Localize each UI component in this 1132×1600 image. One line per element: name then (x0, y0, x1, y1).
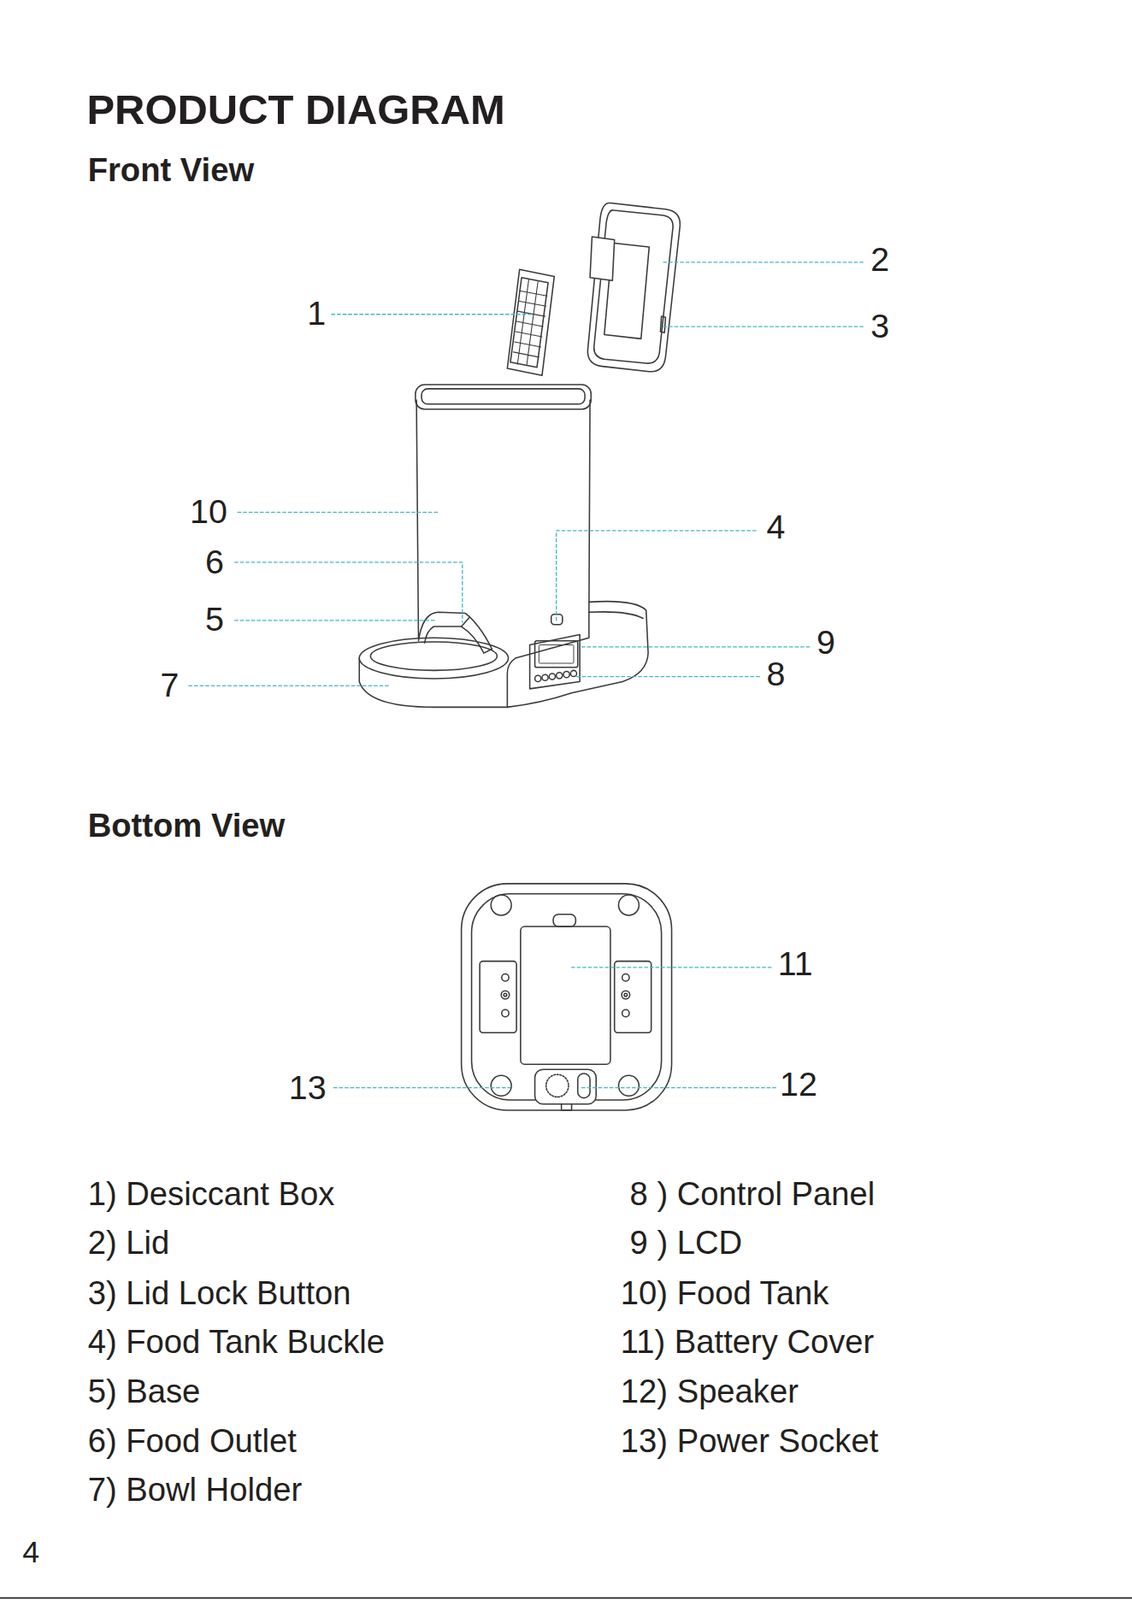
control-panel-part (570, 670, 577, 677)
bottom-view-drawing-part (535, 1069, 597, 1105)
bottom-view-drawing-part (553, 914, 576, 927)
part-list-item: 4) Food Tank Buckle (88, 1322, 385, 1362)
control-panel-part (538, 645, 574, 664)
lid-part (587, 203, 680, 372)
lid-part (660, 316, 666, 333)
food-tank-part (415, 384, 591, 410)
bottom-view-drawing-part (501, 990, 510, 1000)
leader-lines-part (237, 512, 439, 513)
desiccant-box (507, 269, 555, 376)
callout-number: 3 (870, 306, 890, 347)
leader-lines (188, 262, 867, 1089)
bottom-view-drawing-part (503, 993, 508, 997)
food-tank (415, 384, 591, 642)
bottom-view-drawing-part (479, 961, 517, 1034)
base (359, 601, 649, 708)
bottom-view-drawing-part (618, 895, 639, 916)
control-panel-part (535, 675, 542, 682)
leader-lines-part (556, 530, 759, 621)
lid-part (589, 236, 615, 281)
control-panel-part (542, 674, 549, 681)
desiccant-box-part (513, 279, 548, 366)
bottom-view-drawing-part (520, 926, 611, 1065)
view-heading: Front View (88, 150, 255, 190)
base-part (418, 612, 492, 654)
control-panel (530, 635, 580, 690)
callout-number: 13 (288, 1067, 327, 1109)
leader-lines-part (582, 1087, 777, 1089)
control-panel-part (556, 672, 563, 679)
base-part (359, 637, 508, 679)
bottom-view-drawing-part (490, 895, 512, 916)
callout-number: 5 (205, 599, 225, 640)
bottom-view-drawing (461, 884, 673, 1111)
part-list-item: 3) Lid Lock Button (88, 1273, 352, 1314)
callout-number: 7 (159, 666, 179, 707)
callout-number: 1 (306, 293, 326, 334)
food-tank-part (421, 389, 585, 405)
part-list-item: 6) Food Outlet (88, 1421, 297, 1462)
bottom-view-drawing-part (618, 1075, 639, 1097)
desiccant-box-part (510, 277, 549, 368)
part-list-item: 13) Power Socket (620, 1421, 879, 1462)
bottom-view-drawing-part (561, 1104, 572, 1111)
callout-number: 2 (870, 240, 890, 281)
bottom-view-drawing-part (501, 1009, 509, 1017)
part-list-item: 2) Lid (88, 1223, 171, 1263)
leader-lines-part (333, 1087, 511, 1089)
base-part (370, 642, 497, 671)
control-panel-part (535, 641, 578, 668)
leader-lines-part (571, 966, 773, 968)
callout-number: 11 (778, 944, 814, 985)
food-tank-part (416, 400, 590, 642)
base-part (589, 612, 643, 620)
page-number: 4 (22, 1533, 40, 1571)
leader-lines-part (663, 261, 866, 263)
part-list-item: 10) Food Tank (620, 1273, 829, 1314)
bottom-view-drawing-part (501, 974, 509, 982)
bottom-view-drawing-part (621, 990, 631, 1000)
page-title: PRODUCT DIAGRAM (86, 83, 505, 135)
callout-number: 8 (766, 654, 786, 696)
callout-number: 10 (189, 492, 228, 533)
callout-number: 4 (766, 507, 786, 549)
part-list-item: 11) Battery Cover (620, 1322, 874, 1362)
callout-number: 9 (816, 622, 836, 663)
bottom-view-drawing-part (614, 961, 652, 1034)
bottom-view-drawing-part (622, 1009, 630, 1017)
view-heading: Bottom View (88, 806, 286, 846)
leader-lines-part (235, 562, 463, 623)
lid-part (594, 210, 673, 364)
lid (587, 203, 680, 372)
base-part (507, 601, 649, 708)
leader-lines-part (331, 313, 531, 315)
callout-number: 12 (779, 1064, 818, 1105)
bottom-view-drawing-part (461, 884, 673, 1111)
part-list-item: 7) Bowl Holder (88, 1470, 302, 1510)
control-panel-part (530, 635, 580, 690)
part-list-item: 8 ) Control Panel (630, 1174, 876, 1215)
bottom-view-drawing-part (490, 1075, 512, 1097)
bottom-view-drawing-part (624, 993, 628, 997)
desiccant-box-part (507, 269, 555, 376)
leader-lines-part (663, 325, 866, 327)
control-panel-part (563, 672, 570, 679)
callout-number: 6 (205, 542, 225, 583)
part-list-item: 1) Desiccant Box (88, 1174, 336, 1215)
leader-lines-part (582, 646, 813, 648)
leader-lines-part (577, 676, 761, 678)
part-list-item: 12) Speaker (620, 1373, 799, 1413)
leader-lines-part (235, 619, 437, 621)
control-panel-part (548, 673, 555, 680)
bottom-view-drawing-part (577, 1073, 590, 1099)
bottom-view-drawing-part (622, 974, 630, 982)
part-list-item: 9 ) LCD (630, 1223, 743, 1263)
base-part (507, 612, 590, 708)
bottom-view-drawing-part (546, 1074, 569, 1097)
part-list-item: 5) Base (88, 1373, 201, 1413)
page-border (0, 1597, 1132, 1600)
leader-lines-part (188, 685, 390, 687)
